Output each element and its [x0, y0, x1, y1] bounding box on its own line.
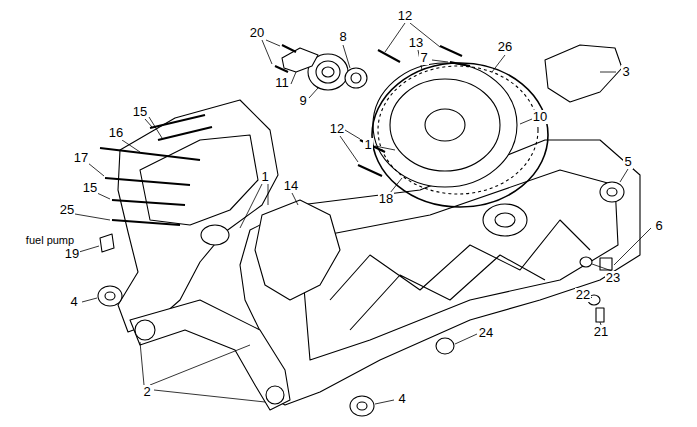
callout-number: 22: [575, 288, 591, 302]
callout-number: 9: [298, 94, 307, 108]
callout-number: 24: [478, 326, 494, 340]
callout-number: 12: [329, 122, 345, 136]
callout-number: 7: [419, 51, 428, 65]
callout-number: 3: [621, 65, 630, 79]
callout-number: 6: [654, 219, 663, 233]
callout-number: 12: [397, 9, 413, 23]
callout-number: 20: [249, 26, 265, 40]
callout-number: 16: [108, 126, 124, 140]
callout-number: 10: [532, 110, 548, 124]
callout-number: 21: [593, 325, 609, 339]
callout-number: 13: [408, 36, 424, 50]
callout-number: 1: [260, 170, 269, 184]
callout-number: 2: [142, 385, 151, 399]
callout-number: 1: [363, 138, 372, 152]
callout-number: 4: [69, 295, 78, 309]
callout-number: 26: [497, 40, 513, 54]
callout-number: 17: [73, 151, 89, 165]
callout-number: 25: [59, 203, 75, 217]
callout-number: 8: [338, 30, 347, 44]
callout-number: 19: [64, 247, 80, 261]
part-note: fuel pump: [25, 233, 75, 247]
callout-number: 4: [397, 392, 406, 406]
callout-number: 11: [274, 76, 290, 90]
callout-number: 15: [132, 105, 148, 119]
callout-number: 15: [82, 181, 98, 195]
callout-number: 5: [623, 155, 632, 169]
callout-number: 14: [283, 179, 299, 193]
callout-number: 18: [378, 192, 394, 206]
callout-number: 23: [605, 271, 621, 285]
